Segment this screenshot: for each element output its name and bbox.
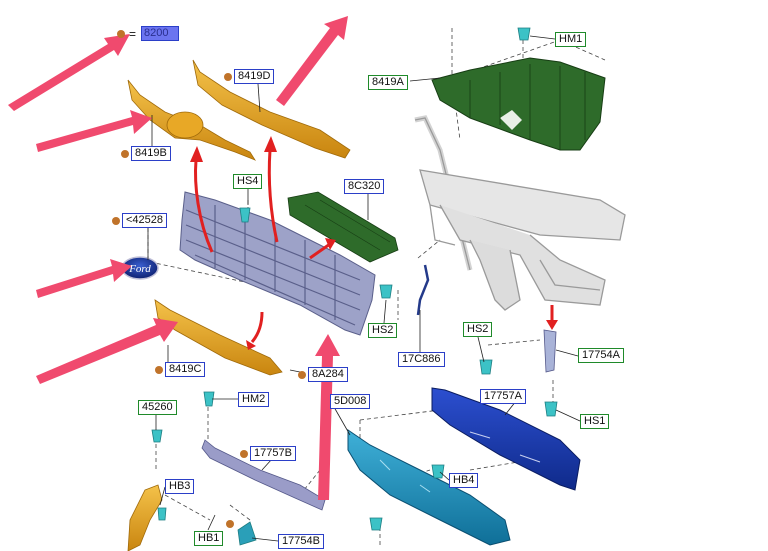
label-17757a: 17757A <box>480 389 526 404</box>
label-8419a: 8419A <box>368 75 408 90</box>
pink-arrow-6 <box>315 334 340 500</box>
pink-arrow-5 <box>36 318 178 384</box>
radiator-support-frame <box>414 115 626 311</box>
label-17754b: 17754B <box>278 534 324 549</box>
grille-molding-8419d <box>192 59 351 159</box>
dot-8419b <box>121 150 129 158</box>
label-45260: 45260 <box>138 400 177 415</box>
label-hm2: HM2 <box>238 392 270 407</box>
bumper-cover-5d008 <box>347 429 511 546</box>
label-hs2-left: HS2 <box>368 323 398 338</box>
air-deflector-8c320 <box>287 191 399 263</box>
label-8a284: 8A284 <box>308 367 348 382</box>
emblem-text: Ford <box>128 263 151 275</box>
label-hs4: HS4 <box>233 174 263 189</box>
red-arrow-3 <box>309 242 331 260</box>
dot-8a284 <box>298 371 306 379</box>
label-17757b: 17757B <box>250 446 296 461</box>
red-arrow-1 <box>194 159 214 253</box>
label-8c320: 8C320 <box>344 179 385 194</box>
label-hb4: HB4 <box>449 473 479 488</box>
red-arrowheads <box>190 136 558 350</box>
dot-17754b <box>226 520 234 528</box>
label-hb1: HB1 <box>194 531 224 546</box>
label-8419c: 8419C <box>165 362 206 377</box>
label-5d008: 5D008 <box>330 394 371 409</box>
label-42528: <42528 <box>122 213 168 228</box>
label-hb3: HB3 <box>165 479 195 494</box>
grille-body <box>179 191 376 336</box>
air-deflector-panel-8419a <box>431 57 606 151</box>
pink-callout-arrows <box>8 16 348 500</box>
bracket-17757b <box>201 439 326 511</box>
label-17754a: 17754A <box>578 348 624 363</box>
legend-dot <box>117 30 125 38</box>
grille-molding-8419b <box>127 79 256 161</box>
label-8419b: 8419B <box>131 146 171 161</box>
red-direction-arrows <box>194 149 554 343</box>
dot-42528 <box>112 217 120 225</box>
label-hs1: HS1 <box>580 414 610 429</box>
dot-8419c <box>155 366 163 374</box>
clips <box>151 27 558 546</box>
red-arrow-2 <box>267 149 279 243</box>
legend-code-highlight: 8200 <box>141 26 179 41</box>
label-17c886: 17C886 <box>398 352 445 367</box>
pink-arrow-1 <box>8 34 130 111</box>
pink-arrow-4 <box>36 259 132 298</box>
dot-8419d <box>224 73 232 81</box>
pink-arrow-3 <box>276 16 348 106</box>
legend-equals: = <box>129 27 137 41</box>
bracket-17c886 <box>416 264 430 316</box>
label-hs2-right: HS2 <box>463 322 493 337</box>
bumper-end-cap-hb3 <box>127 484 163 551</box>
label-hm1: HM1 <box>555 32 587 47</box>
pink-arrow-2 <box>36 110 152 152</box>
red-arrow-4 <box>250 311 264 343</box>
label-8419d: 8419D <box>234 69 275 84</box>
dot-17757b <box>240 450 248 458</box>
